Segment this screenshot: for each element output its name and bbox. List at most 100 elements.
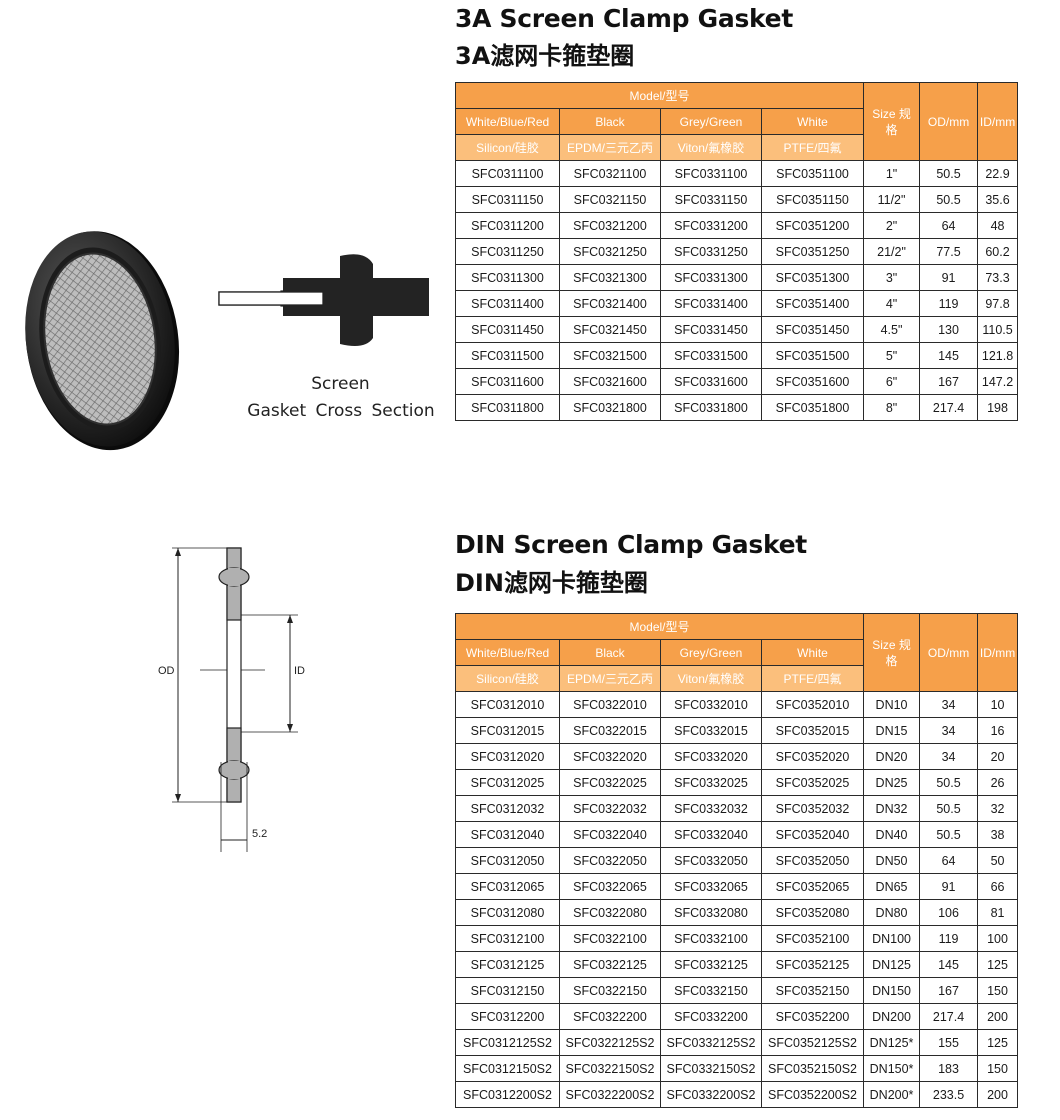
table-cell: 3" [863, 264, 921, 291]
table-cell: 50.5 [919, 186, 979, 213]
table-cell: DN10 [863, 691, 921, 718]
table-cell: SFC0311150 [455, 186, 560, 213]
table-cell: SFC0332200 [660, 1003, 762, 1030]
table-cell: 106 [919, 899, 979, 926]
table-cell: SFC0351150 [760, 186, 865, 213]
table-cell: 81 [977, 899, 1019, 926]
id-header: ID/mm [977, 82, 1019, 161]
section-subtitle-din: DIN滤网卡箍垫圈 [455, 569, 648, 597]
table-cell: DN25 [863, 769, 921, 796]
table-cell: SFC0331300 [660, 264, 762, 291]
cross-section-caption-line2: Gasket Cross Section [247, 401, 435, 421]
table-cell: 35.6 [977, 186, 1019, 213]
table-cell: 6" [863, 368, 921, 395]
table-cell: SFC0351800 [760, 394, 865, 421]
material-header: Viton/氟橡胶 [660, 665, 762, 692]
id-header: ID/mm [977, 613, 1019, 692]
material-header: PTFE/四氟 [760, 134, 865, 161]
table-cell: SFC0321400 [559, 290, 661, 317]
table-cell: SFC0352032 [760, 795, 865, 822]
table-cell: SFC0332065 [660, 873, 762, 900]
od-header: OD/mm [919, 613, 979, 692]
color-header: Grey/Green [660, 108, 762, 135]
table-cell: 16 [977, 717, 1019, 744]
table-cell: SFC0351500 [760, 342, 865, 369]
table-cell: 130 [919, 316, 979, 343]
table-cell: 1" [863, 160, 921, 187]
color-header: White/Blue/Red [455, 108, 560, 135]
table-cell: SFC0352040 [760, 821, 865, 848]
gasket-photo-3a [25, 231, 180, 451]
table-cell: SFC0311450 [455, 316, 560, 343]
table-cell: SFC0332025 [660, 769, 762, 796]
color-header: White [760, 639, 865, 666]
table-cell: SFC0321300 [559, 264, 661, 291]
table-cell: 38 [977, 821, 1019, 848]
color-header: Black [559, 639, 661, 666]
table-cell: 217.4 [919, 1003, 979, 1030]
table-cell: SFC0352150 [760, 977, 865, 1004]
cross-section-caption-line1: Screen [311, 374, 370, 394]
table-cell: 64 [919, 847, 979, 874]
table-cell: SFC0322010 [559, 691, 661, 718]
table-cell: SFC0312065 [455, 873, 560, 900]
table-cell: SFC0331150 [660, 186, 762, 213]
table-cell: 20 [977, 743, 1019, 770]
table-cell: 8" [863, 394, 921, 421]
table-cell: SFC0351400 [760, 290, 865, 317]
table-cell: SFC0351100 [760, 160, 865, 187]
table-cell: SFC0322025 [559, 769, 661, 796]
table-cell: 50.5 [919, 769, 979, 796]
table-cell: SFC0352125S2 [760, 1029, 865, 1056]
table-cell: SFC0322125 [559, 951, 661, 978]
table-cell: SFC0322020 [559, 743, 661, 770]
table-cell: 97.8 [977, 290, 1019, 317]
table-cell: 110.5 [977, 316, 1019, 343]
table-cell: SFC0331800 [660, 394, 762, 421]
table-cell: SFC0322150S2 [559, 1055, 661, 1082]
table-cell: SFC0352015 [760, 717, 865, 744]
size-header: Size 规格 [863, 613, 921, 692]
color-header: White [760, 108, 865, 135]
table-cell: 91 [919, 873, 979, 900]
table-cell: 50.5 [919, 160, 979, 187]
table-cell: SFC0332150S2 [660, 1055, 762, 1082]
table-cell: SFC0322100 [559, 925, 661, 952]
color-header: Black [559, 108, 661, 135]
table-cell: 145 [919, 342, 979, 369]
material-header: Viton/氟橡胶 [660, 134, 762, 161]
table-cell: SFC0351450 [760, 316, 865, 343]
table-cell: SFC0352200S2 [760, 1081, 865, 1108]
table-cell: 5" [863, 342, 921, 369]
table-cell: SFC0321800 [559, 394, 661, 421]
table-cell: 50.5 [919, 821, 979, 848]
table-cell: SFC0331100 [660, 160, 762, 187]
table-cell: SFC0352020 [760, 743, 865, 770]
table-cell: SFC0352100 [760, 925, 865, 952]
table-cell: DN40 [863, 821, 921, 848]
table-cell: SFC0312125 [455, 951, 560, 978]
table-cell: SFC0351200 [760, 212, 865, 239]
table-cell: SFC0322080 [559, 899, 661, 926]
table-cell: SFC0312080 [455, 899, 560, 926]
table-cell: 21/2" [863, 238, 921, 265]
table-cell: SFC0312100 [455, 925, 560, 952]
table-cell: SFC0312125S2 [455, 1029, 560, 1056]
table-cell: 167 [919, 368, 979, 395]
table-cell: SFC0322040 [559, 821, 661, 848]
